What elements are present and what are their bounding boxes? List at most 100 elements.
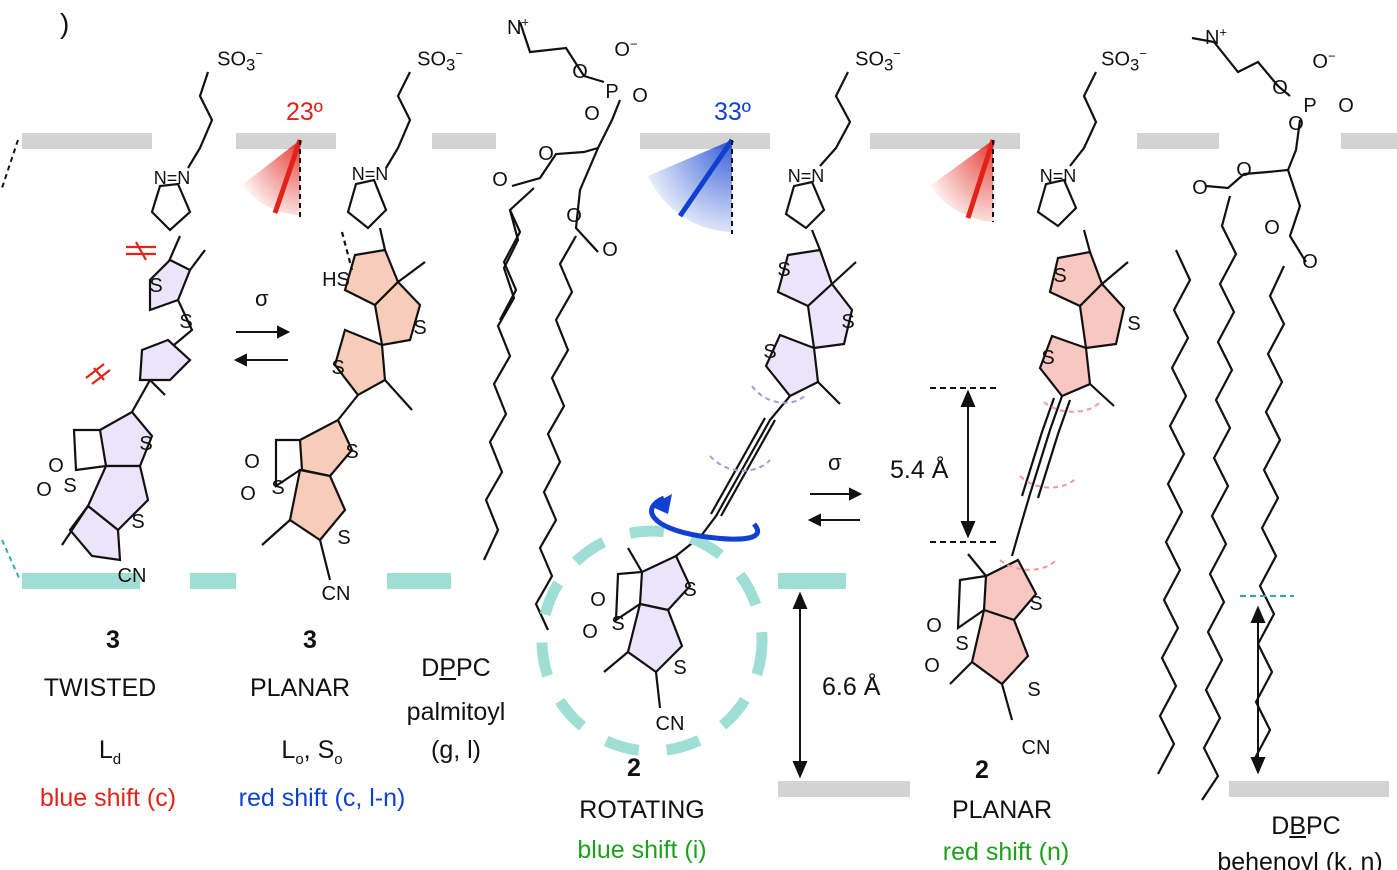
rotation-hints (709, 385, 807, 472)
phosphorus-dppc: P (605, 81, 619, 103)
s-atom: S (673, 657, 687, 679)
shift-rotating: blue shift (i) (577, 836, 707, 864)
state-twisted: TWISTED (43, 674, 157, 702)
gray-bar (432, 133, 496, 149)
o-atom: O (1302, 251, 1318, 273)
triazole-n-planar2: N=N (1039, 166, 1077, 186)
compound-number-3-planar: 3 (303, 626, 317, 654)
o-atom: O (566, 205, 582, 227)
phase-twisted: Ld (98, 736, 122, 768)
compound-number-3-twisted: 3 (106, 626, 120, 654)
o-atom: O (492, 169, 508, 191)
gray-bar (870, 133, 1020, 149)
dbpc-lipid (1157, 36, 1307, 801)
s-atom: S (1029, 593, 1043, 615)
o-atom: O (602, 239, 618, 261)
compound-number-2-planar: 2 (975, 756, 989, 784)
so3-label-planar3: SO3− (417, 46, 463, 75)
o-minus-dppc: O− (614, 36, 638, 61)
dppc-chain: palmitoyl (406, 698, 506, 726)
state-rotating: ROTATING (579, 796, 705, 824)
s-atom: S (683, 579, 697, 601)
dashed-edge (1, 139, 19, 189)
s-atom: S (149, 275, 163, 297)
s-atom: S (413, 317, 427, 339)
rotation-ring (536, 525, 768, 757)
phase-planar3: Lo, So (281, 736, 343, 768)
triazole-n-rotating: N=N (787, 166, 825, 186)
teal-bar (387, 573, 451, 589)
shift-planar2: red shift (n) (942, 838, 1070, 866)
molecule-2-rotating (603, 71, 857, 709)
o-atom: O (632, 85, 648, 107)
o-atom: O (1264, 217, 1280, 239)
o-atom: O (36, 479, 52, 501)
s-atom: S (841, 311, 855, 333)
angle-label-33: 33º (714, 98, 751, 126)
s-atom: S (1041, 347, 1055, 369)
sigma-left: σ (255, 286, 269, 311)
teal-bar (778, 573, 846, 589)
gray-bar (236, 133, 336, 149)
s-atom: S (271, 477, 285, 499)
so3-label-twisted: SO3− (217, 46, 263, 75)
cn-label: CN (117, 565, 147, 587)
angle-wedge-23-left (242, 139, 303, 218)
s-atom: S (1053, 265, 1067, 287)
s-atom: S (763, 341, 777, 363)
phosphorus-dbpc: P (1303, 95, 1317, 117)
equilibrium-arrows-right (807, 487, 863, 527)
molecule-2-planar (949, 71, 1129, 721)
state-planar3: PLANAR (249, 674, 351, 702)
o-minus-dbpc: O− (1312, 48, 1336, 73)
angle-label-23-left: 23º (286, 98, 323, 126)
state-planar2: PLANAR (951, 796, 1053, 824)
panel-letter: ) (60, 8, 70, 39)
o-atom: O (572, 61, 588, 83)
shift-planar3: red shift (c, l-n) (238, 784, 406, 812)
gray-bar-bottom (1229, 781, 1389, 797)
o-atom: O (1288, 113, 1304, 135)
dimension-5-4 (930, 387, 996, 543)
cn-label: CN (1021, 737, 1051, 759)
s-atom: S (1027, 679, 1041, 701)
s-atom: S (955, 633, 969, 655)
molecule-3-planar (261, 71, 426, 581)
n-plus-dppc: N+ (506, 14, 530, 39)
rotation-hints-pink (999, 401, 1101, 571)
gray-bar (640, 133, 770, 149)
teal-bar (190, 573, 236, 589)
distance-6-6: 6.6 Å (822, 673, 881, 701)
triazole-n-planar3: N=N (351, 164, 389, 184)
conjugation-break-marks (85, 241, 156, 385)
gray-bar (1341, 133, 1397, 149)
o-atom: O (244, 451, 260, 473)
dimension-right (1250, 605, 1266, 775)
o-atom: O (924, 655, 940, 677)
s-atom: S (337, 527, 351, 549)
membrane-top-bars (22, 133, 1397, 149)
so3-label-rotating: SO3− (855, 46, 901, 75)
s-atom: S (131, 511, 145, 533)
shift-twisted: blue shift (c) (39, 784, 177, 812)
o-atom: O (590, 589, 606, 611)
dppc-name: DPPC (421, 654, 491, 682)
compound-number-2-rotating: 2 (627, 754, 641, 782)
rotation-arrowhead (650, 494, 672, 514)
o-atom: O (1192, 177, 1208, 199)
angle-wedge-33 (648, 138, 735, 234)
o-atom: O (926, 615, 942, 637)
o-atom: O (48, 455, 64, 477)
molecule-3-twisted (61, 71, 214, 562)
s-atom: S (1127, 313, 1141, 335)
dashed-edge (1, 539, 21, 581)
dppc-lipid (483, 21, 622, 631)
n-plus-dbpc: N+ (1204, 24, 1228, 49)
angle-wedge-23-right (930, 139, 996, 222)
s-atom: S (611, 613, 625, 635)
equilibrium-arrows-left (233, 325, 291, 367)
o-atom: O (582, 621, 598, 643)
sigma-right: σ (828, 450, 842, 475)
